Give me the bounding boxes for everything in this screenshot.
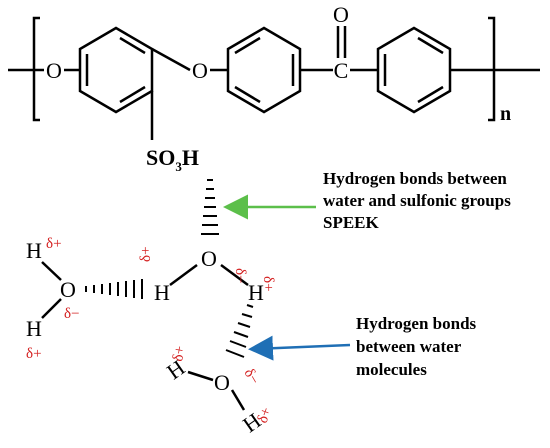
sulfonic-group-label: SO3H xyxy=(146,145,199,174)
benzene-ring-1 xyxy=(78,26,154,114)
annotation-water-bonds: Hydrogen bonds between water molecules xyxy=(356,314,480,379)
annotation-sulfonic-bonds: Hydrogen bonds between water and sulfoni… xyxy=(323,169,515,232)
water-molecule-center: O H H δ− δ+ δ+ xyxy=(138,246,276,305)
ether-oxygen-2: O xyxy=(192,58,208,83)
carbonyl-carbon: C xyxy=(334,58,349,83)
partial-positive-charge: δ+ xyxy=(260,276,276,292)
partial-positive-charge: δ+ xyxy=(170,345,188,363)
partial-negative-charge: δ− xyxy=(232,268,248,284)
water-oxygen: O xyxy=(201,246,217,271)
partial-negative-charge: δ− xyxy=(241,366,263,387)
partial-positive-charge: δ+ xyxy=(46,236,62,252)
blue-arrow xyxy=(248,335,351,361)
water-oxygen: O xyxy=(60,277,76,302)
benzene-ring-3 xyxy=(376,26,452,114)
partial-positive-charge: δ+ xyxy=(26,346,42,362)
water-hydrogen: H xyxy=(248,280,264,305)
hydrogen-bond-water-lower xyxy=(225,304,254,358)
ether-oxygen-1: O xyxy=(46,58,62,83)
water-oxygen: O xyxy=(214,370,230,395)
partial-positive-charge: δ+ xyxy=(138,246,154,262)
speek-repeat-unit xyxy=(8,16,540,140)
water-hydrogen: H xyxy=(26,316,42,341)
partial-positive-charge: δ+ xyxy=(255,405,275,425)
hydrogen-bond-water-left xyxy=(85,279,143,299)
benzene-ring-2 xyxy=(226,26,302,114)
water-molecule-left: O H H δ+ δ− δ+ xyxy=(26,236,80,362)
hydrogen-bond-sulfonic-water xyxy=(201,179,219,235)
carbonyl-oxygen: O xyxy=(333,2,349,27)
water-hydrogen: H xyxy=(26,238,42,263)
water-hydrogen: H xyxy=(154,280,170,305)
partial-negative-charge: δ− xyxy=(64,306,80,322)
repeat-subscript-n: n xyxy=(500,103,511,125)
water-molecule-bottom: O H H δ+ δ− δ+ xyxy=(162,345,275,438)
